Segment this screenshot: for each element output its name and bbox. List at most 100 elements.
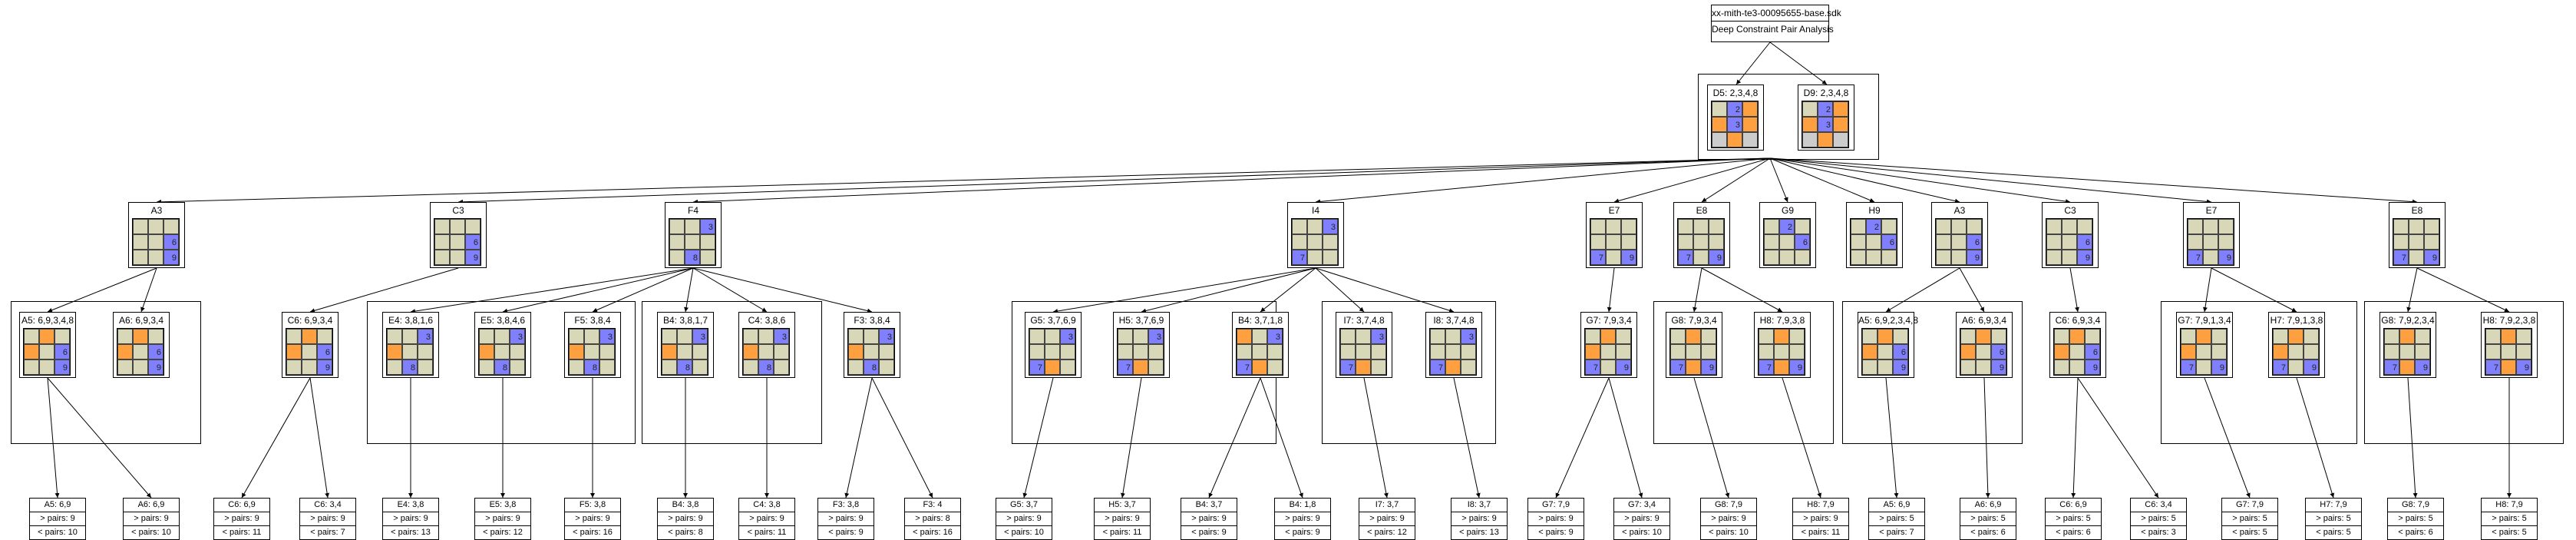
edge (1315, 267, 1455, 313)
grid-cell (2211, 329, 2227, 344)
leaf-node[interactable]: I7: 3,7> pairs: 9< pairs: 12 (1359, 498, 1415, 540)
leaf-node[interactable]: H5: 3,7> pairs: 9< pairs: 11 (1094, 498, 1151, 540)
edge (47, 377, 152, 499)
edge (592, 267, 694, 313)
grid-cell: 3 (1267, 329, 1283, 344)
leaf-node[interactable]: B4: 1,8> pairs: 9< pairs: 9 (1274, 498, 1331, 540)
grid-cell: 9 (1616, 359, 1631, 375)
leaf-node[interactable]: G8: 7,9> pairs: 5< pairs: 6 (2387, 498, 2444, 540)
grid-cell: 7 (1678, 250, 1693, 265)
leaf-lt: < pairs: 3 (2141, 528, 2176, 537)
leaf-node[interactable]: A6: 6,9> pairs: 5< pairs: 6 (1960, 498, 2016, 540)
grid-cell: 9 (2516, 359, 2531, 375)
leaf-node[interactable]: G5: 3,7> pairs: 9< pairs: 10 (996, 498, 1052, 540)
leaf-node[interactable]: H8: 7,9> pairs: 5< pairs: 5 (2481, 498, 2538, 540)
leaf-node[interactable]: A5: 6,9> pairs: 9< pairs: 10 (29, 498, 86, 540)
leaf-node[interactable]: G7: 3,4> pairs: 9< pairs: 10 (1613, 498, 1670, 540)
edge (2211, 267, 2297, 313)
grid-cell: 7 (1430, 359, 1445, 375)
leaf-node[interactable]: F3: 4> pairs: 8< pairs: 16 (904, 498, 961, 540)
grid-cell (133, 219, 148, 234)
grid-cell (1445, 344, 1461, 359)
leaf-node[interactable]: I8: 3,7> pairs: 9< pairs: 13 (1451, 498, 1508, 540)
grid-cell (450, 234, 465, 250)
leaf-node[interactable]: E4: 3,8> pairs: 9< pairs: 13 (382, 498, 439, 540)
grid-cell (434, 219, 450, 234)
grid-cell (24, 359, 39, 375)
grid-cell: 7 (1340, 359, 1356, 375)
leaf-node[interactable]: H7: 7,9> pairs: 5< pairs: 5 (2305, 498, 2362, 540)
grid-cell (24, 329, 39, 344)
leaf-node[interactable]: G8: 7,9> pairs: 9< pairs: 10 (1700, 498, 1757, 540)
leaf-node[interactable]: C6: 3,4> pairs: 5< pairs: 3 (2130, 498, 2187, 540)
grid-cell (2501, 329, 2516, 344)
leaf-title: C6: 3,4 (2131, 499, 2186, 512)
leaf-gt: > pairs: 5 (2388, 512, 2443, 526)
leaf-node[interactable]: A6: 6,9> pairs: 9< pairs: 10 (123, 498, 180, 540)
leaf-node[interactable]: G7: 7,9> pairs: 5< pairs: 5 (2221, 498, 2278, 540)
leaf-lt: < pairs: 13 (391, 528, 431, 537)
leaf-node[interactable]: H8: 7,9> pairs: 9< pairs: 11 (1792, 498, 1849, 540)
grid-cell (117, 359, 133, 375)
leaf-node[interactable]: A5: 6,9> pairs: 5< pairs: 7 (1868, 498, 1925, 540)
leaf-node[interactable]: F5: 3,8> pairs: 9< pairs: 16 (564, 498, 621, 540)
grid-cell (148, 250, 163, 265)
leaf-node[interactable]: B4: 3,8> pairs: 9< pairs: 8 (657, 498, 714, 540)
grid-cell (1779, 234, 1795, 250)
leaf-node[interactable]: C6: 6,9> pairs: 9< pairs: 11 (213, 498, 270, 540)
leaf-node[interactable]: F3: 3,8> pairs: 9< pairs: 9 (817, 498, 874, 540)
leaf-node[interactable]: B4: 3,7> pairs: 9< pairs: 9 (1181, 498, 1237, 540)
grid-cell (2069, 329, 2085, 344)
leaf-node[interactable]: C6: 3,4> pairs: 9< pairs: 7 (299, 498, 356, 540)
leaf-node[interactable]: G7: 7,9> pairs: 9< pairs: 9 (1527, 498, 1584, 540)
leaf-lt: < pairs: 7 (310, 528, 345, 537)
grid-cell (1833, 132, 1848, 147)
node-group (642, 301, 822, 444)
grid-cell (1976, 344, 1991, 359)
leaf-node[interactable]: C6: 6,9> pairs: 5< pairs: 6 (2045, 498, 2102, 540)
leaf-node[interactable]: E5: 3,8> pairs: 9< pairs: 12 (474, 498, 531, 540)
node-label: H8: 7,9,2,3,8 (2482, 315, 2536, 326)
grid-cell: 6 (1795, 234, 1810, 250)
leaf-node[interactable]: C4: 3,8> pairs: 9< pairs: 11 (738, 498, 795, 540)
